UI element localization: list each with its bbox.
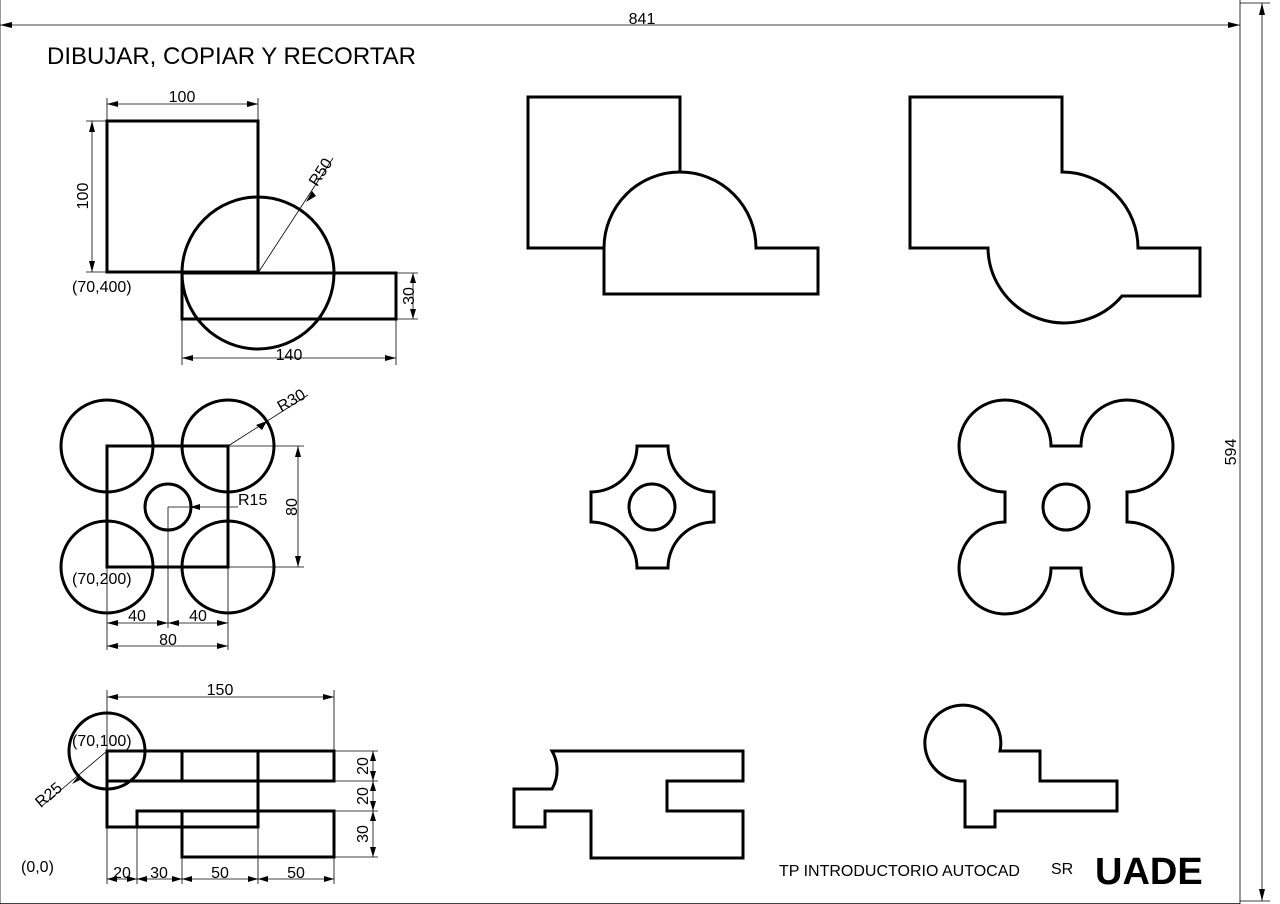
author-initials: SR	[1051, 861, 1073, 878]
exercise1-result-outline-a	[526, 95, 820, 296]
exercise1-result-inner-arc	[602, 170, 682, 250]
sheet-title: DIBUJAR, COPIAR Y RECORTAR	[47, 43, 416, 70]
ex3-base-point: (70,100)	[72, 733, 132, 750]
ex2-dim-left-40: 40	[128, 608, 146, 625]
ex2-dim-square-height: 80	[284, 498, 301, 516]
ex2-dim-outer-radius: R30	[275, 386, 309, 415]
exercise2-result-hole-a	[627, 482, 677, 532]
ex3-dim-h-bottom: 30	[355, 825, 372, 843]
origin-label: (0,0)	[21, 859, 54, 876]
exercise3-result-outline-b	[923, 703, 1119, 829]
exercise3-reference	[41, 690, 378, 884]
ex2-base-point: (70,200)	[72, 571, 132, 588]
sheet-width-label: 841	[629, 11, 656, 28]
ex1-dim-square-height: 100	[75, 183, 92, 210]
ex1-base-point: (70,400)	[72, 279, 132, 296]
exercise3-result-outline-a	[512, 749, 745, 860]
ex2-dim-inner-radius: R15	[238, 492, 267, 509]
ex1-dim-bar-length: 140	[276, 347, 303, 364]
exercise2-result-outline-b	[957, 398, 1175, 616]
ex3-dim-w-50a: 50	[211, 865, 229, 882]
brand-logo-text: UADE	[1095, 851, 1203, 893]
ex3-dim-radius: R25	[32, 780, 65, 812]
ex3-dim-h-top: 20	[355, 757, 372, 775]
ex3-dim-w-30: 30	[150, 865, 168, 882]
ex3-dim-w-50b: 50	[287, 865, 305, 882]
ex3-dim-w-20: 20	[113, 865, 131, 882]
ex1-dim-bar-height: 30	[401, 287, 418, 305]
ex1-dim-square-width: 100	[169, 89, 196, 106]
exercise1-reference	[86, 98, 418, 365]
ex1-dim-radius: R50	[306, 156, 336, 190]
footer-text: TP INTRODUCTORIO AUTOCAD	[779, 863, 1020, 880]
exercise2-result-hole-b	[1041, 482, 1091, 532]
ex3-dim-total-width: 150	[207, 682, 234, 699]
ex2-dim-total-80: 80	[159, 632, 177, 649]
ex3-dim-h-mid: 20	[355, 787, 372, 805]
sheet-height-label: 594	[1223, 439, 1240, 466]
exercise2-result-outline-a	[589, 444, 716, 570]
exercise2-reference	[59, 394, 309, 650]
ex2-dim-right-40: 40	[189, 608, 207, 625]
exercise1-result-outline-b	[908, 95, 1202, 325]
